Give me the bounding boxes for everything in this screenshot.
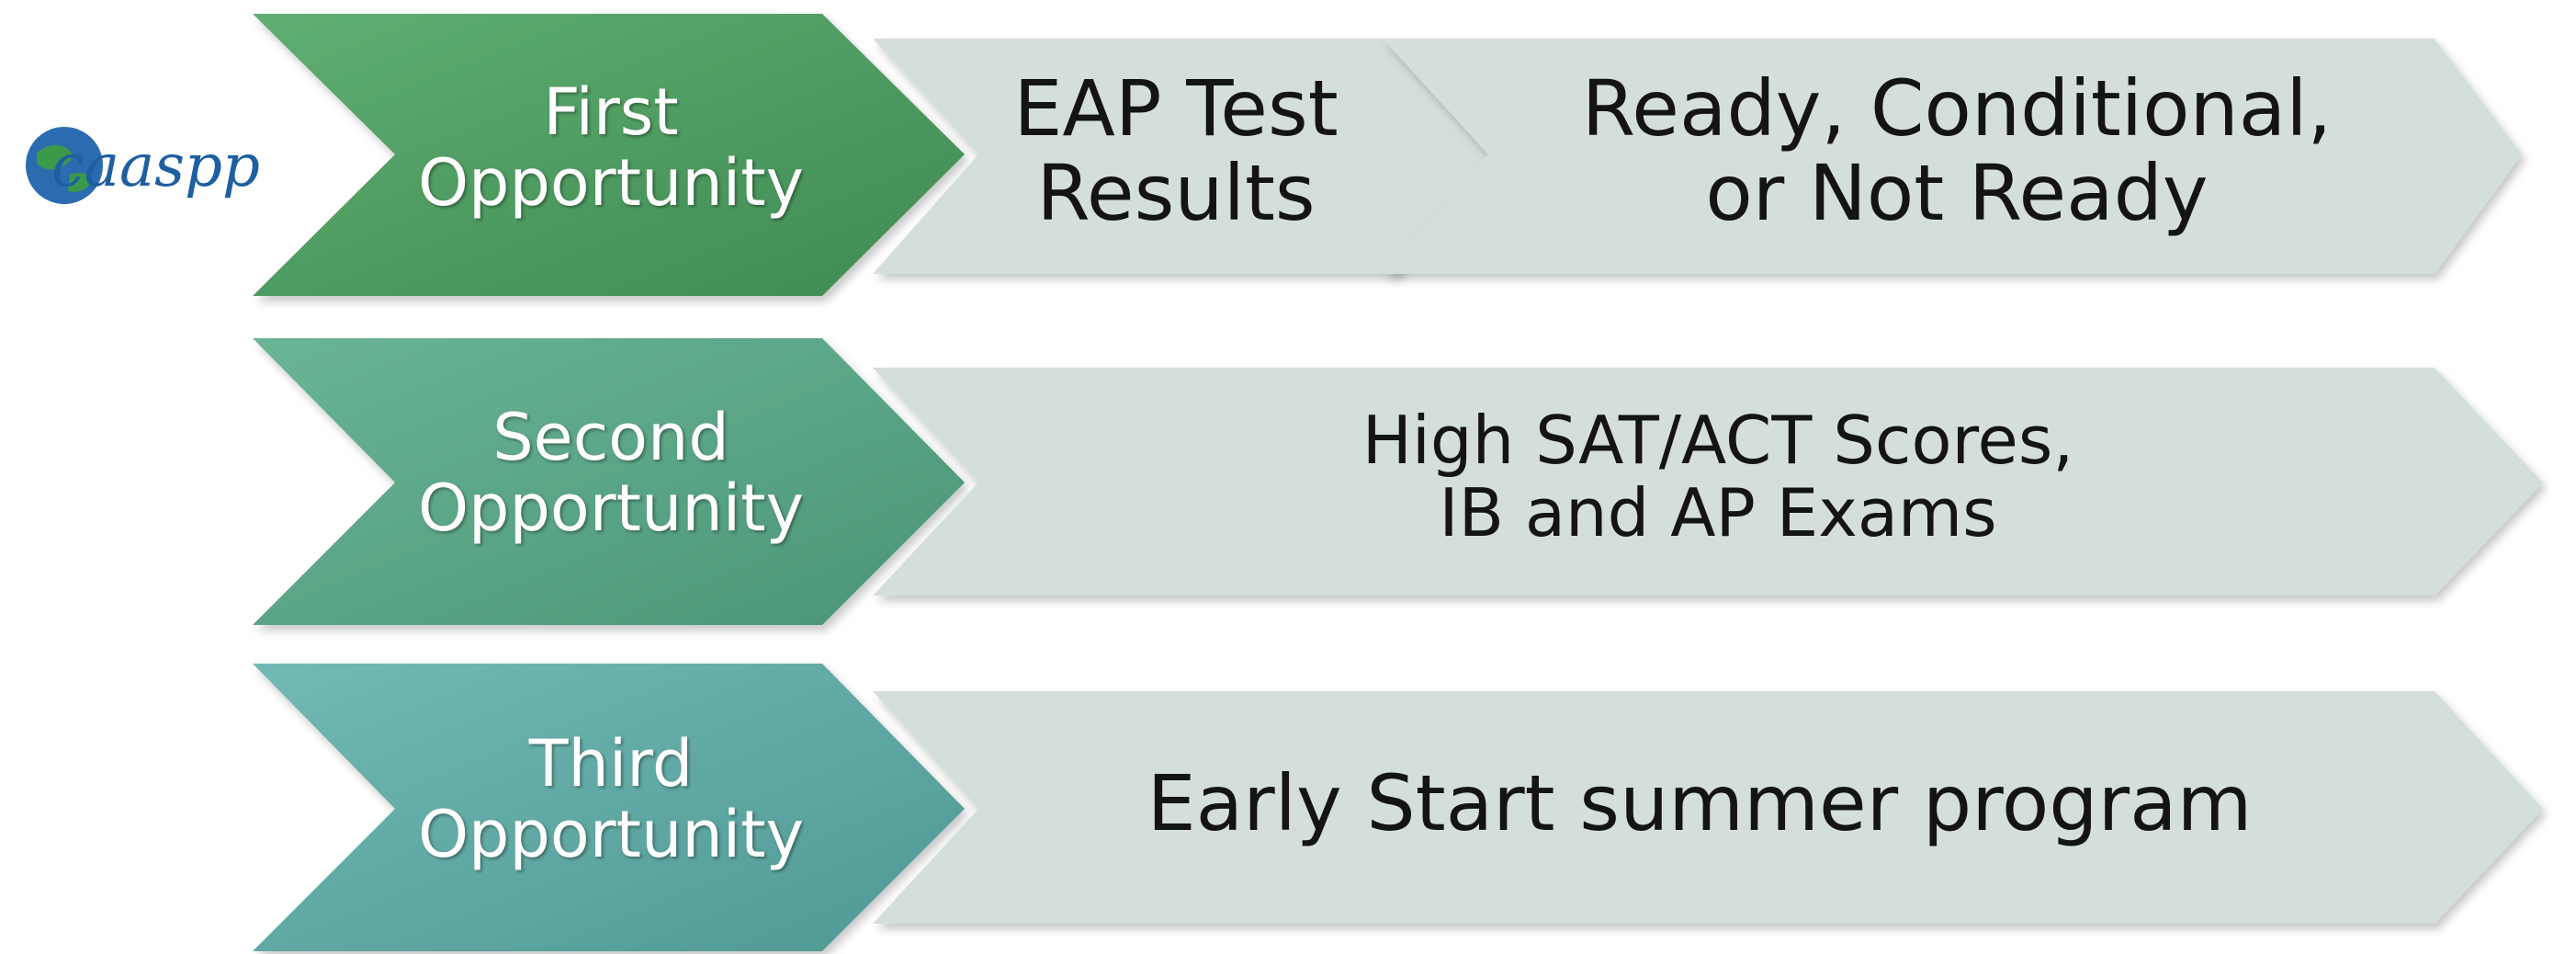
row1-step1-line1: EAP Test xyxy=(1013,63,1339,153)
row3-label: Third Opportunity xyxy=(377,729,845,870)
row1-step1-chevron xyxy=(873,39,1502,274)
globe-logo-icon xyxy=(26,127,103,204)
row3-step-line1: Early Start summer program xyxy=(1147,758,2253,848)
row2-step-line1: High SAT/ACT Scores, xyxy=(1361,402,2074,479)
row1-label-chevron xyxy=(253,14,965,296)
row2-label-chevron xyxy=(253,338,965,625)
row1-step2-line2: or Not Ready xyxy=(1705,148,2209,239)
row3-label-line1: Third xyxy=(528,726,694,801)
row1-step2-text: Ready, Conditional, or Not Ready xyxy=(1470,66,2444,236)
row2-label: Second Opportunity xyxy=(377,403,845,544)
row1-label-line2: Opportunity xyxy=(417,145,805,221)
row2-step-line2: IB and AP Exams xyxy=(1439,474,1997,552)
row2-step-chevron xyxy=(873,368,2543,596)
row2-label-line2: Opportunity xyxy=(417,471,805,546)
row1-step1-line2: Results xyxy=(1036,148,1316,239)
row1-step1-text: EAP Test Results xyxy=(955,66,1396,236)
row3-step-text: Early Start summer program xyxy=(1011,761,2389,846)
row3-label-chevron xyxy=(253,664,965,951)
caaspp-logo: caaspp xyxy=(26,127,260,204)
row2-label-line1: Second xyxy=(492,400,729,475)
row3-label-line2: Opportunity xyxy=(417,797,805,872)
row3-step-chevron xyxy=(873,691,2543,924)
row1-label-line1: First xyxy=(543,74,679,150)
row1-step2-chevron xyxy=(1383,39,2522,274)
row2-step-text: High SAT/ACT Scores, IB and AP Exams xyxy=(1029,402,2407,552)
row1-label: First Opportunity xyxy=(377,77,845,219)
row1-step2-line1: Ready, Conditional, xyxy=(1581,63,2333,153)
logo-text: caaspp xyxy=(51,132,260,200)
